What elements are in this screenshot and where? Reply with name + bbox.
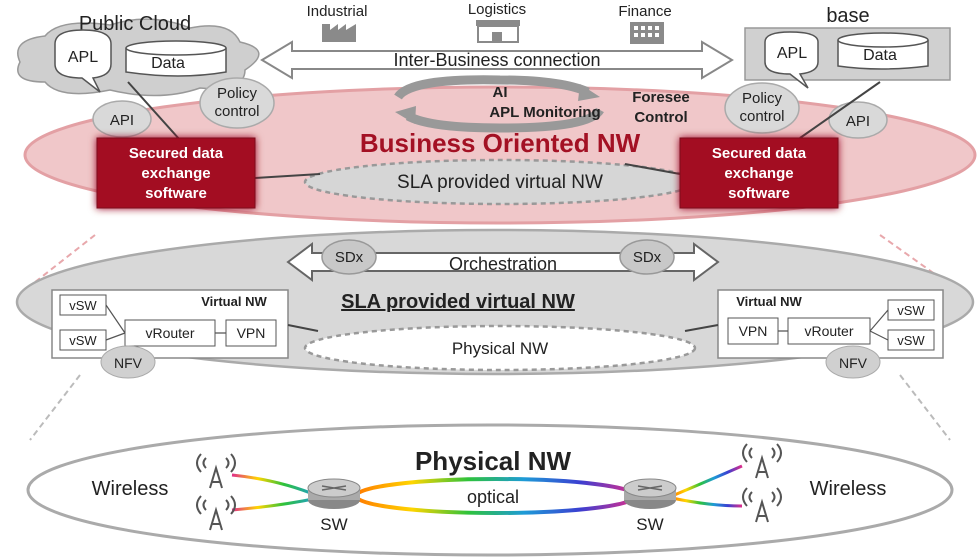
control-label: Control — [634, 109, 687, 126]
sla-virtual-label: SLA provided virtual NW — [397, 172, 603, 193]
nfv-label: NFV — [839, 355, 868, 371]
api-bubble — [828, 101, 888, 139]
wireless-label-right: Wireless — [810, 478, 887, 500]
connector-line — [799, 81, 881, 139]
public-cloud-label: Public Cloud — [79, 13, 191, 35]
policy-label: Policy — [742, 90, 783, 107]
antenna-icon — [196, 453, 236, 489]
orchestration-label: Orchestration — [449, 254, 557, 274]
physical-nw-label: Physical NW — [452, 339, 548, 358]
api-label: API — [110, 112, 134, 129]
nfv-label: NFV — [114, 355, 143, 371]
data-label: Data — [863, 47, 897, 64]
vrouter-label: vRouter — [145, 325, 194, 341]
secured-software-box-left — [96, 137, 256, 209]
layer-connector — [29, 374, 81, 441]
virtual-nw-label: Virtual NW — [201, 294, 267, 309]
layer-connector — [899, 374, 951, 441]
vsw-label: vSW — [897, 333, 925, 348]
vsw-label: vSW — [69, 298, 97, 313]
antenna-icon — [742, 443, 782, 479]
policy-label: Policy — [217, 85, 258, 102]
secured-line1: Secured data — [712, 145, 807, 162]
antenna-icon — [742, 487, 782, 523]
data-db-icon — [837, 32, 929, 70]
apl-monitoring-label: APL Monitoring — [489, 104, 600, 121]
secured-line2: exchange — [724, 165, 793, 182]
foresee-label: Foresee — [632, 89, 690, 106]
vrouter-label: vRouter — [804, 323, 853, 339]
wireless-label-left: Wireless — [92, 478, 169, 500]
vsw-label: vSW — [69, 333, 97, 348]
vrouter-box — [787, 317, 871, 345]
data-db-icon — [125, 40, 227, 77]
vsw-label: vSW — [897, 303, 925, 318]
industrial-label: Industrial — [307, 3, 368, 20]
bank-building-icon — [630, 22, 664, 44]
switch-router-icon — [623, 478, 677, 509]
sdx-label: SDx — [335, 249, 364, 266]
base-label: base — [826, 5, 869, 27]
fiber-link — [671, 496, 743, 508]
apl-bubble — [54, 29, 112, 93]
connector-line — [127, 81, 181, 141]
antenna-icon — [196, 495, 236, 531]
secured-line1: Secured data — [129, 145, 224, 162]
vpn-box — [225, 319, 277, 347]
secured-software-box-right — [679, 137, 839, 209]
inter-business-label: Inter-Business connection — [393, 50, 600, 70]
factory-icon — [322, 24, 356, 42]
sw-label: SW — [320, 515, 347, 534]
vpn-label: VPN — [237, 325, 266, 341]
physical-nw-ellipse — [26, 423, 954, 557]
api-bubble — [92, 100, 152, 138]
physical-nw-title: Physical NW — [415, 446, 572, 476]
api-label: API — [846, 113, 870, 130]
policy-control-bubble — [724, 82, 800, 134]
vrouter-box — [124, 319, 216, 347]
connector-line — [254, 173, 321, 179]
sdx-label: SDx — [633, 249, 662, 266]
sla-virtual-title: SLA provided virtual NW — [341, 291, 575, 313]
nfv-bubble — [100, 345, 156, 379]
control-label: control — [739, 108, 784, 125]
business-nw-title: Business Oriented NW — [360, 128, 641, 158]
finance-label: Finance — [618, 3, 671, 20]
control-label: control — [214, 103, 259, 120]
apl-bubble — [764, 31, 819, 89]
secured-line3: software — [145, 185, 207, 202]
physical-nw-dashed-ellipse — [303, 324, 697, 372]
vpn-box — [727, 317, 779, 345]
logistics-label: Logistics — [468, 1, 526, 18]
nfv-bubble — [825, 345, 881, 379]
cycle-arrows-icon — [394, 75, 604, 133]
sdx-bubble — [619, 239, 675, 275]
connector-line — [287, 324, 319, 332]
policy-control-bubble — [199, 77, 275, 129]
virtual-links — [778, 309, 889, 341]
orchestration-arrow — [286, 242, 720, 282]
data-label: Data — [151, 55, 185, 72]
sw-label: SW — [636, 515, 663, 534]
virtual-links — [105, 304, 226, 341]
optical-label: optical — [467, 487, 519, 507]
vpn-label: VPN — [739, 323, 768, 339]
store-icon — [476, 20, 520, 43]
apl-label: APL — [68, 49, 98, 66]
secured-line3: software — [728, 185, 790, 202]
connector-line — [624, 163, 681, 175]
fiber-link — [671, 464, 743, 498]
sdx-bubble — [321, 239, 377, 275]
connector-line — [684, 324, 719, 332]
virtual-nw-label: Virtual NW — [736, 294, 802, 309]
inter-business-arrow — [260, 40, 734, 80]
secured-line2: exchange — [141, 165, 210, 182]
ai-label: AI — [493, 84, 508, 101]
switch-router-icon — [307, 478, 361, 509]
apl-label: APL — [777, 45, 807, 62]
